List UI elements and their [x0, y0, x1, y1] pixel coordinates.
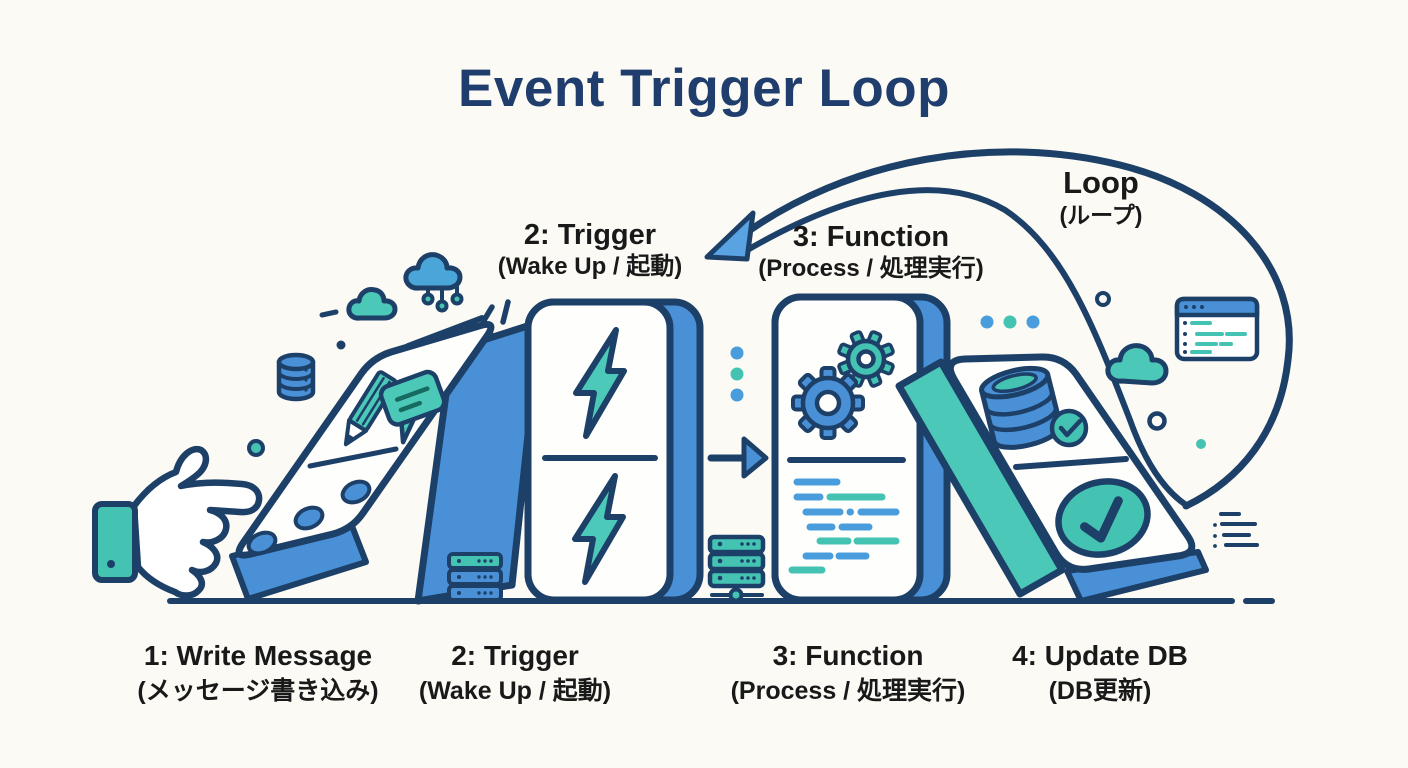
tile-face — [524, 298, 674, 604]
step-label-jp: (Process / 処理実行) — [730, 677, 966, 705]
callout-trigger: 2: Trigger (Wake Up / 起動) — [425, 218, 755, 282]
tile-divider — [307, 446, 399, 469]
dot-ovals — [246, 479, 372, 556]
cloud-icon — [346, 287, 398, 321]
loop-arrow-icon — [704, 148, 1293, 510]
check-badge-icon — [1049, 408, 1089, 448]
teal-dot-decor — [247, 439, 265, 457]
page-title: Event Trigger Loop — [458, 59, 950, 118]
loop-label-jp: (ループ) — [1059, 202, 1143, 228]
step-label-jp: (DB更新) — [1048, 677, 1152, 705]
step-label-jp: (メッセージ書き込み) — [137, 677, 379, 705]
list-icon — [1213, 512, 1259, 548]
callout-trigger-en: 2: Trigger — [523, 219, 657, 251]
step-label-jp: (Wake Up / 起動) — [418, 677, 612, 705]
server-rack-small-icon — [447, 552, 503, 602]
loop-arrowhead-icon — [704, 210, 756, 262]
step-label-en: 3: Function — [772, 640, 924, 671]
tile-divider — [1013, 456, 1129, 470]
dots-horizontal-decor — [980, 315, 1040, 329]
gear-large-icon — [791, 366, 865, 440]
loop-label-en: Loop — [1063, 165, 1139, 200]
database-icon — [979, 365, 1063, 450]
lightning-icon — [573, 327, 627, 439]
pointing-hand-icon — [92, 445, 263, 599]
domino-step-2 — [524, 298, 704, 604]
checkmark-icon — [1055, 478, 1151, 558]
step-label-en: 2: Trigger — [451, 640, 579, 671]
domino-step-4 — [895, 353, 1209, 604]
dot-decor — [336, 340, 346, 350]
sleeve-cuff — [92, 501, 138, 583]
teal-dot-decor — [1196, 439, 1206, 449]
step-label-update-db: 4: Update DB (DB更新) — [940, 638, 1260, 708]
domino-step-1 — [229, 315, 544, 605]
callout-function-en: 3: Function — [792, 221, 950, 253]
callout-function: 3: Function (Process / 処理実行) — [701, 220, 1041, 284]
ring-decor — [1147, 411, 1167, 431]
step-label-en: 4: Update DB — [1012, 640, 1188, 671]
browser-window-icon — [1174, 296, 1260, 362]
ring-decor — [1095, 291, 1111, 307]
chat-bubble-icon — [378, 369, 447, 445]
dash-decor — [319, 309, 339, 318]
arrow-right-icon — [707, 436, 769, 479]
step-label-write-message: 1: Write Message (メッセージ書き込み) — [98, 638, 418, 708]
dots-vertical-decor — [730, 346, 744, 402]
step-label-trigger: 2: Trigger (Wake Up / 起動) — [355, 638, 675, 708]
cloud-icon — [1105, 343, 1169, 386]
callout-trigger-jp: (Wake Up / 起動) — [497, 253, 683, 280]
cloud-network-icon — [403, 252, 464, 313]
database-cylinder-icon — [276, 352, 316, 402]
step-label-function: 3: Function (Process / 処理実行) — [688, 638, 1008, 708]
loop-label: Loop (ループ) — [1001, 166, 1201, 230]
lightning-icon — [572, 473, 626, 585]
code-lines-icon — [788, 478, 900, 574]
callout-function-jp: (Process / 処理実行) — [758, 255, 984, 282]
step-label-en: 1: Write Message — [143, 640, 373, 671]
server-rack-icon — [707, 534, 766, 603]
domino-step-3 — [771, 293, 951, 604]
